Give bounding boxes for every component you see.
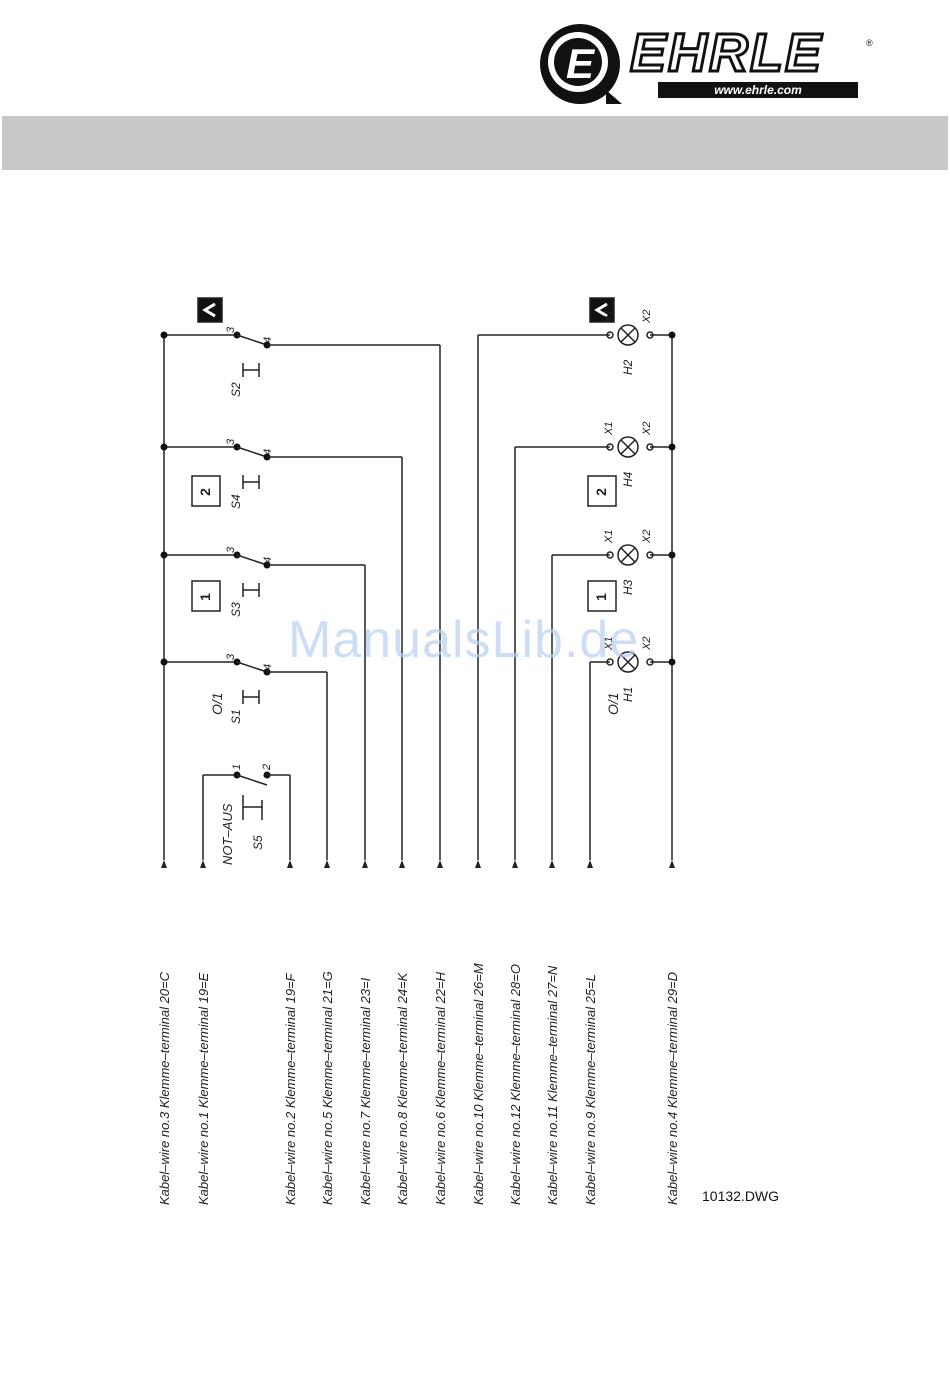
pin-label: X2 [641, 637, 653, 651]
pin-label: 4 [262, 557, 274, 563]
terminal-label: Kabel–wire no.10 Klemme–terminal 26=M [471, 963, 486, 1205]
switch-contact [236, 774, 268, 786]
arrow-icon [437, 860, 443, 868]
pin-label: X2 [641, 310, 653, 324]
switch-actuator [242, 363, 260, 377]
junction-dot [160, 551, 168, 559]
switch-id: S4 [229, 494, 243, 509]
lamp-id: H3 [621, 579, 635, 595]
terminal-label: Kabel–wire no.2 Klemme–terminal 19=F [283, 972, 298, 1205]
pin-label: 4 [262, 449, 274, 455]
lamp-cross [620, 439, 636, 455]
wiring-diagram: Kabel–wire no.3 Klemme–terminal 20=C Kabe… [157, 297, 680, 1205]
pin-label: 3 [225, 546, 237, 553]
arrow-icon [475, 860, 481, 868]
switch-actuator [242, 795, 263, 820]
arrow-icon [399, 860, 405, 868]
arrow-icon [362, 860, 368, 868]
terminal-label: Kabel–wire no.6 Klemme–terminal 22=H [433, 971, 448, 1205]
terminal-label: Kabel–wire no.4 Klemme–terminal 29=D [665, 972, 680, 1205]
lamp-id: H4 [621, 471, 635, 487]
switch-id: S2 [229, 382, 243, 397]
junction-dot [160, 443, 168, 451]
svg-text:E: E [566, 40, 596, 87]
lamp-cross [620, 547, 636, 563]
level-mark: 1 [197, 593, 213, 601]
switch-id: S3 [229, 602, 243, 617]
level-mark: 2 [593, 488, 609, 496]
lamp-cross [620, 654, 636, 670]
switch-id: S5 [251, 835, 265, 850]
switch-label: NOT–AUS [220, 803, 235, 865]
switch-label: O/1 [209, 692, 225, 715]
pin-label: 4 [262, 337, 274, 343]
brand-url: www.ehrle.com [658, 82, 858, 98]
direction-badge-icon [197, 297, 223, 323]
lamp-id: H2 [621, 359, 635, 375]
junction-dot [668, 443, 676, 451]
arrow-icon [287, 860, 293, 868]
direction-badge-icon [589, 297, 615, 323]
switch-actuator [242, 583, 260, 597]
switch-actuator [242, 690, 260, 704]
arrow-icon [200, 860, 206, 868]
switch-id: S1 [229, 709, 243, 724]
pin-label: X1 [603, 637, 615, 651]
arrow-icon [669, 860, 675, 868]
terminal-label: Kabel–wire no.8 Klemme–terminal 24=K [395, 971, 410, 1205]
junction-dot [668, 331, 676, 339]
switch-contact [236, 554, 268, 566]
junction-dot [160, 331, 168, 339]
terminal-label: Kabel–wire no.5 Klemme–terminal 21=G [320, 971, 335, 1205]
switch-contact [236, 334, 268, 346]
arrow-icon [587, 860, 593, 868]
terminal-label: Kabel–wire no.7 Klemme–terminal 23=I [358, 977, 373, 1205]
lamp-id: H1 [621, 687, 635, 702]
level-pictogram-icon [587, 475, 617, 507]
pin-label: 3 [225, 438, 237, 445]
terminal-label: Kabel–wire no.9 Klemme–terminal 25=L [583, 974, 598, 1205]
ehrle-emblem-icon: E [540, 24, 622, 104]
pin-label: X2 [641, 422, 653, 436]
arrow-icon [549, 860, 555, 868]
level-pictogram-icon [191, 475, 221, 507]
pin-label: 1 [231, 764, 243, 770]
watermark: ManualsLib.de [288, 611, 640, 669]
chevron-icon [202, 302, 216, 318]
pin-label: X1 [603, 310, 615, 324]
junction-dot [160, 658, 168, 666]
pin-label: X2 [641, 530, 653, 544]
junction-dot [668, 658, 676, 666]
level-pictogram-icon [587, 580, 617, 612]
terminal-label: Kabel–wire no.1 Klemme–terminal 19=E [196, 972, 211, 1205]
arrow-icon [161, 860, 167, 868]
lamp-cross [620, 327, 636, 343]
ehrle-logo: E EHRLE www.ehrle.com ® [536, 20, 881, 108]
lamp-label: O/1 [605, 692, 621, 715]
terminal-label: Kabel–wire no.12 Klemme–terminal 28=O [508, 964, 523, 1205]
pin-label: X1 [603, 422, 615, 436]
pin-label: 3 [225, 326, 237, 333]
pin-label: 4 [262, 664, 274, 670]
pin-label: 2 [261, 764, 273, 771]
terminal-label: Kabel–wire no.11 Klemme–terminal 27=N [545, 965, 560, 1205]
chevron-icon [594, 302, 608, 318]
level-mark: 2 [197, 488, 213, 496]
arrow-icon [324, 860, 330, 868]
header-band [2, 116, 948, 170]
switch-actuator [242, 475, 260, 489]
level-pictogram-icon [191, 580, 221, 612]
switch-contact [236, 661, 268, 673]
switch-contact [236, 446, 268, 458]
junction-dot [668, 551, 676, 559]
registered-mark: ® [866, 38, 873, 48]
brand-name: EHRLE [628, 23, 824, 84]
terminal-label: Kabel–wire no.3 Klemme–terminal 20=C [157, 971, 172, 1205]
pin-label: 3 [225, 653, 237, 660]
pin-label: X1 [603, 530, 615, 544]
drawing-number: 10132.DWG [702, 1188, 780, 1204]
arrow-icon [512, 860, 518, 868]
level-mark: 1 [593, 593, 609, 601]
